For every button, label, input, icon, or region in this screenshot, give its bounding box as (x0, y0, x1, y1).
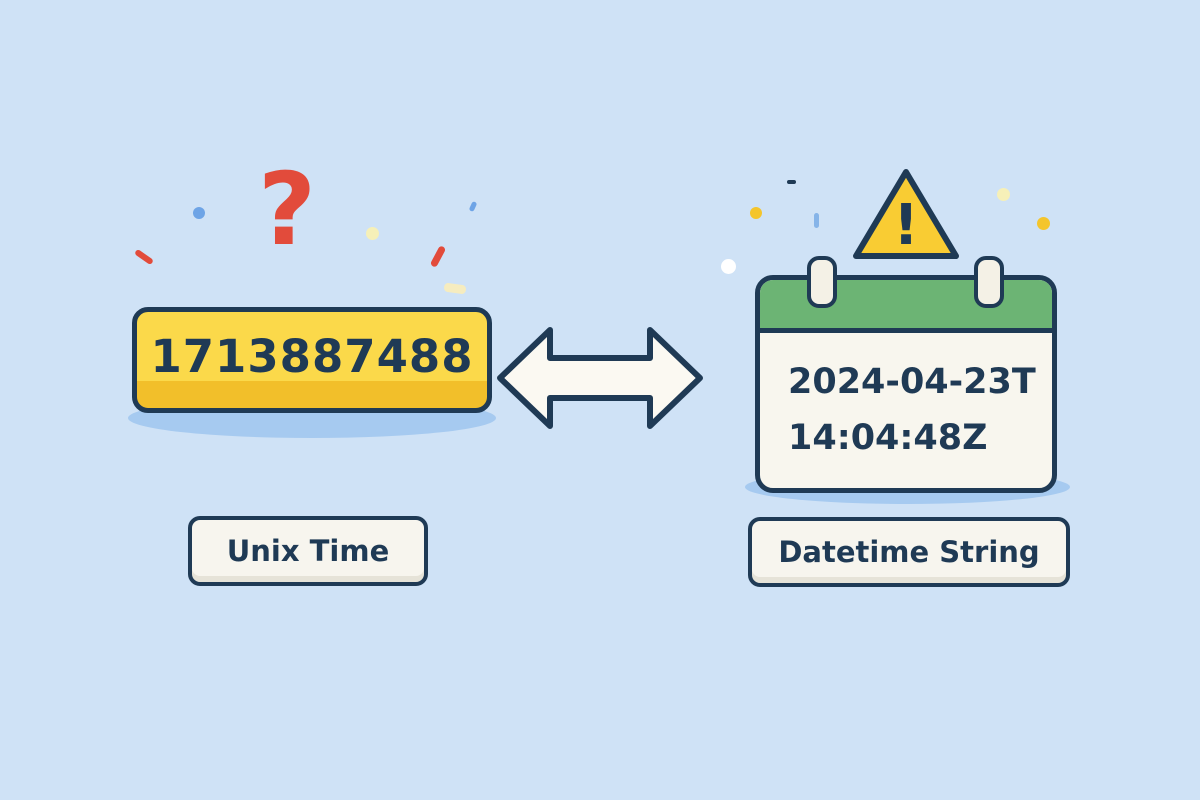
warning-icon: ! (853, 169, 959, 259)
confetti (814, 213, 819, 228)
unix-timestamp-box: 1713887488 (132, 307, 492, 413)
calendar-header (760, 280, 1052, 333)
confetti (721, 259, 736, 274)
confetti (193, 207, 205, 219)
confetti (997, 188, 1010, 201)
confetti (366, 227, 379, 240)
confetti (429, 245, 447, 268)
unix-time-label: Unix Time (188, 516, 428, 586)
confetti (443, 282, 467, 295)
calendar-ring-right (974, 256, 1004, 308)
confetti (1037, 217, 1050, 230)
datetime-time: 14:04:48Z (788, 418, 988, 458)
question-mark-icon: ? (258, 151, 317, 268)
calendar-card: 2024-04-23T 14:04:48Z (755, 275, 1057, 493)
confetti (134, 248, 154, 266)
warning-exclamation: ! (893, 193, 919, 258)
confetti (468, 200, 478, 213)
confetti (750, 207, 762, 219)
datetime-date: 2024-04-23T (788, 362, 1036, 402)
datetime-string-label: Datetime String (748, 517, 1070, 587)
confetti (787, 180, 796, 184)
calendar-ring-left (807, 256, 837, 308)
double-arrow-icon (497, 327, 703, 429)
unix-timestamp-value: 1713887488 (150, 329, 474, 383)
